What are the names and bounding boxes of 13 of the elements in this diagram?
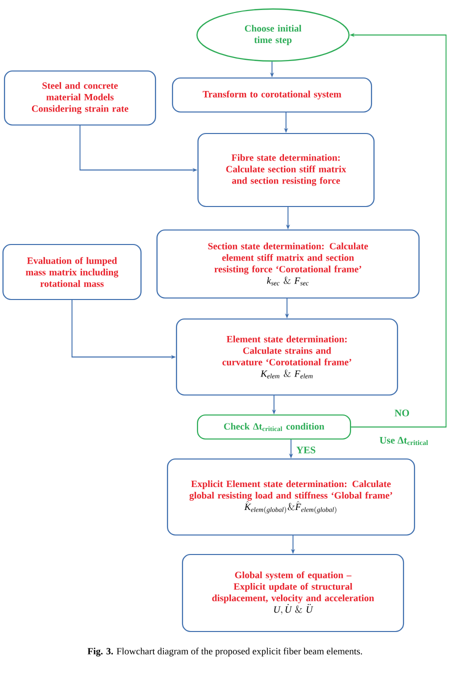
condition-label: Use Δt$_{critical}$ (378, 436, 430, 446)
decision-box: Check Δt$_{critical}$ condition (196, 414, 352, 440)
process-box: Transform to corotational system (172, 77, 372, 113)
edge-label: YES (295, 446, 317, 454)
process-box: Global system of equation – Explicit update of structural displacement, velocity and acceleration $U,\dot{U}\ \&\ \ddot{U}$ (182, 554, 404, 632)
process-box: Element state determination: Calculate strains and curvature ‘Corotational frame’ $K_{elem}\ \&\ F_{elem}$ (176, 318, 398, 396)
process-box: Section state determination: Calculate element stiff matrix and section resisting force ‘Corotational frame’ $k_{sec}\ \&\ F_{sec}$ (156, 229, 420, 299)
caption: Fig. 3. Flowchart diagram of the proposed explicit fiber beam elements. (88, 648, 362, 656)
process-box: Explicit Element state determination: Calculate global resisting load and stiffness ‘Global frame’ $\hat{K}_{elem(global)}\&\hat{F}_{elem(global)}$ (166, 458, 416, 536)
process-box: Fibre state determination: Calculate section stiff matrix and section resisting force (197, 132, 375, 208)
edge-label: NO (394, 408, 410, 418)
process-box: Steel and concrete material Models Considering strain rate (4, 70, 156, 126)
process-box: Evaluation of lumped mass matrix including rotational mass (2, 244, 142, 300)
